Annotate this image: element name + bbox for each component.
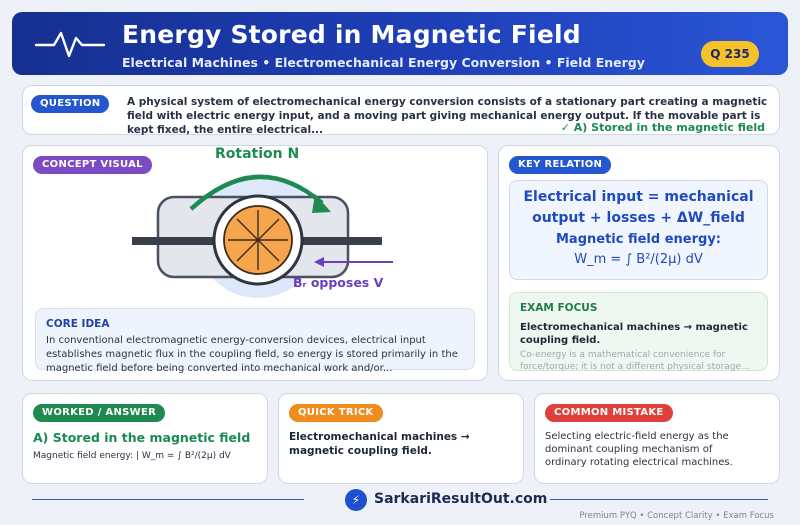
rotation-arrow-icon [189,174,324,211]
question-pill: QUESTION [31,95,110,113]
core-idea-box: CORE IDEA In conventional electromagneti… [35,308,475,374]
core-idea-text: In conventional electromagnetic energy-c… [46,335,458,374]
footer-divider-right [550,499,768,500]
question-number-badge: Q 235 [701,41,759,67]
quick-trick-card: QUICK TRICK Electromechanical machines →… [278,393,524,484]
rotor-spokes [228,210,288,270]
exam-focus-note: Co-energy is a mathematical convenience … [520,350,750,372]
footer-divider-left [32,499,304,500]
relation-line-4: W_m = ∫ B²/(2μ) dV [574,252,703,267]
question-answer: ✓ A) Stored in the magnetic field [560,121,765,134]
question-text: A physical system of electromechanical e… [127,96,768,136]
worked-answer-text: A) Stored in the magnetic field [33,430,251,445]
worked-answer-pill: WORKED / ANSWER [33,404,166,422]
common-mistake-card: COMMON MISTAKE Selecting electric-field … [534,393,780,484]
question-card: QUESTION A physical system of electromec… [22,85,780,136]
common-mistake-pill: COMMON MISTAKE [545,404,673,422]
relation-line-2: output + losses + ΔW_field [532,210,745,226]
pulse-wave-icon [34,31,106,58]
common-mistake-text: Selecting electric-field energy as the d… [545,431,733,468]
footer-tagline: Premium PYQ • Concept Clarity • Exam Foc… [579,511,774,521]
relation-formula-box: Electrical input = mechanical output + l… [509,180,768,280]
machine-diagram [132,174,393,298]
exam-focus-box: EXAM FOCUS Electromechanical machines → … [509,292,768,372]
quick-trick-pill: QUICK TRICK [289,404,383,422]
concept-visual-card: CONCEPT VISUAL Rotation N Bᵣ opposes V C… [22,145,488,381]
concept-visual-pill: CONCEPT VISUAL [33,156,152,174]
key-relation-pill: KEY RELATION [509,156,612,174]
opposes-label: Bᵣ opposes V [293,275,384,290]
exam-focus-label: EXAM FOCUS [520,302,598,314]
rotation-label: Rotation N [215,146,300,162]
core-idea-label: CORE IDEA [46,318,110,330]
quick-trick-text: Electromechanical machines → magnetic co… [289,431,470,457]
footer-site-link[interactable]: SarkariResultOut.com [374,491,548,507]
page-title: Energy Stored in Magnetic Field [122,20,581,49]
key-relation-card: KEY RELATION Electrical input = mechanic… [498,145,780,381]
header-banner: Energy Stored in Magnetic Field Electric… [12,12,788,75]
exam-focus-text: Electromechanical machines → magnetic co… [520,322,748,346]
relation-line-3: Magnetic field energy: [555,232,721,247]
lightning-icon: ⚡ [345,489,367,511]
page-subtitle: Electrical Machines • Electromechanical … [122,55,645,70]
worked-answer-card: WORKED / ANSWER A) Stored in the magneti… [22,393,268,484]
relation-line-1: Electrical input = mechanical [523,189,754,205]
worked-answer-detail: Magnetic field energy: | W_m = ∫ B²/(2μ)… [33,451,231,461]
